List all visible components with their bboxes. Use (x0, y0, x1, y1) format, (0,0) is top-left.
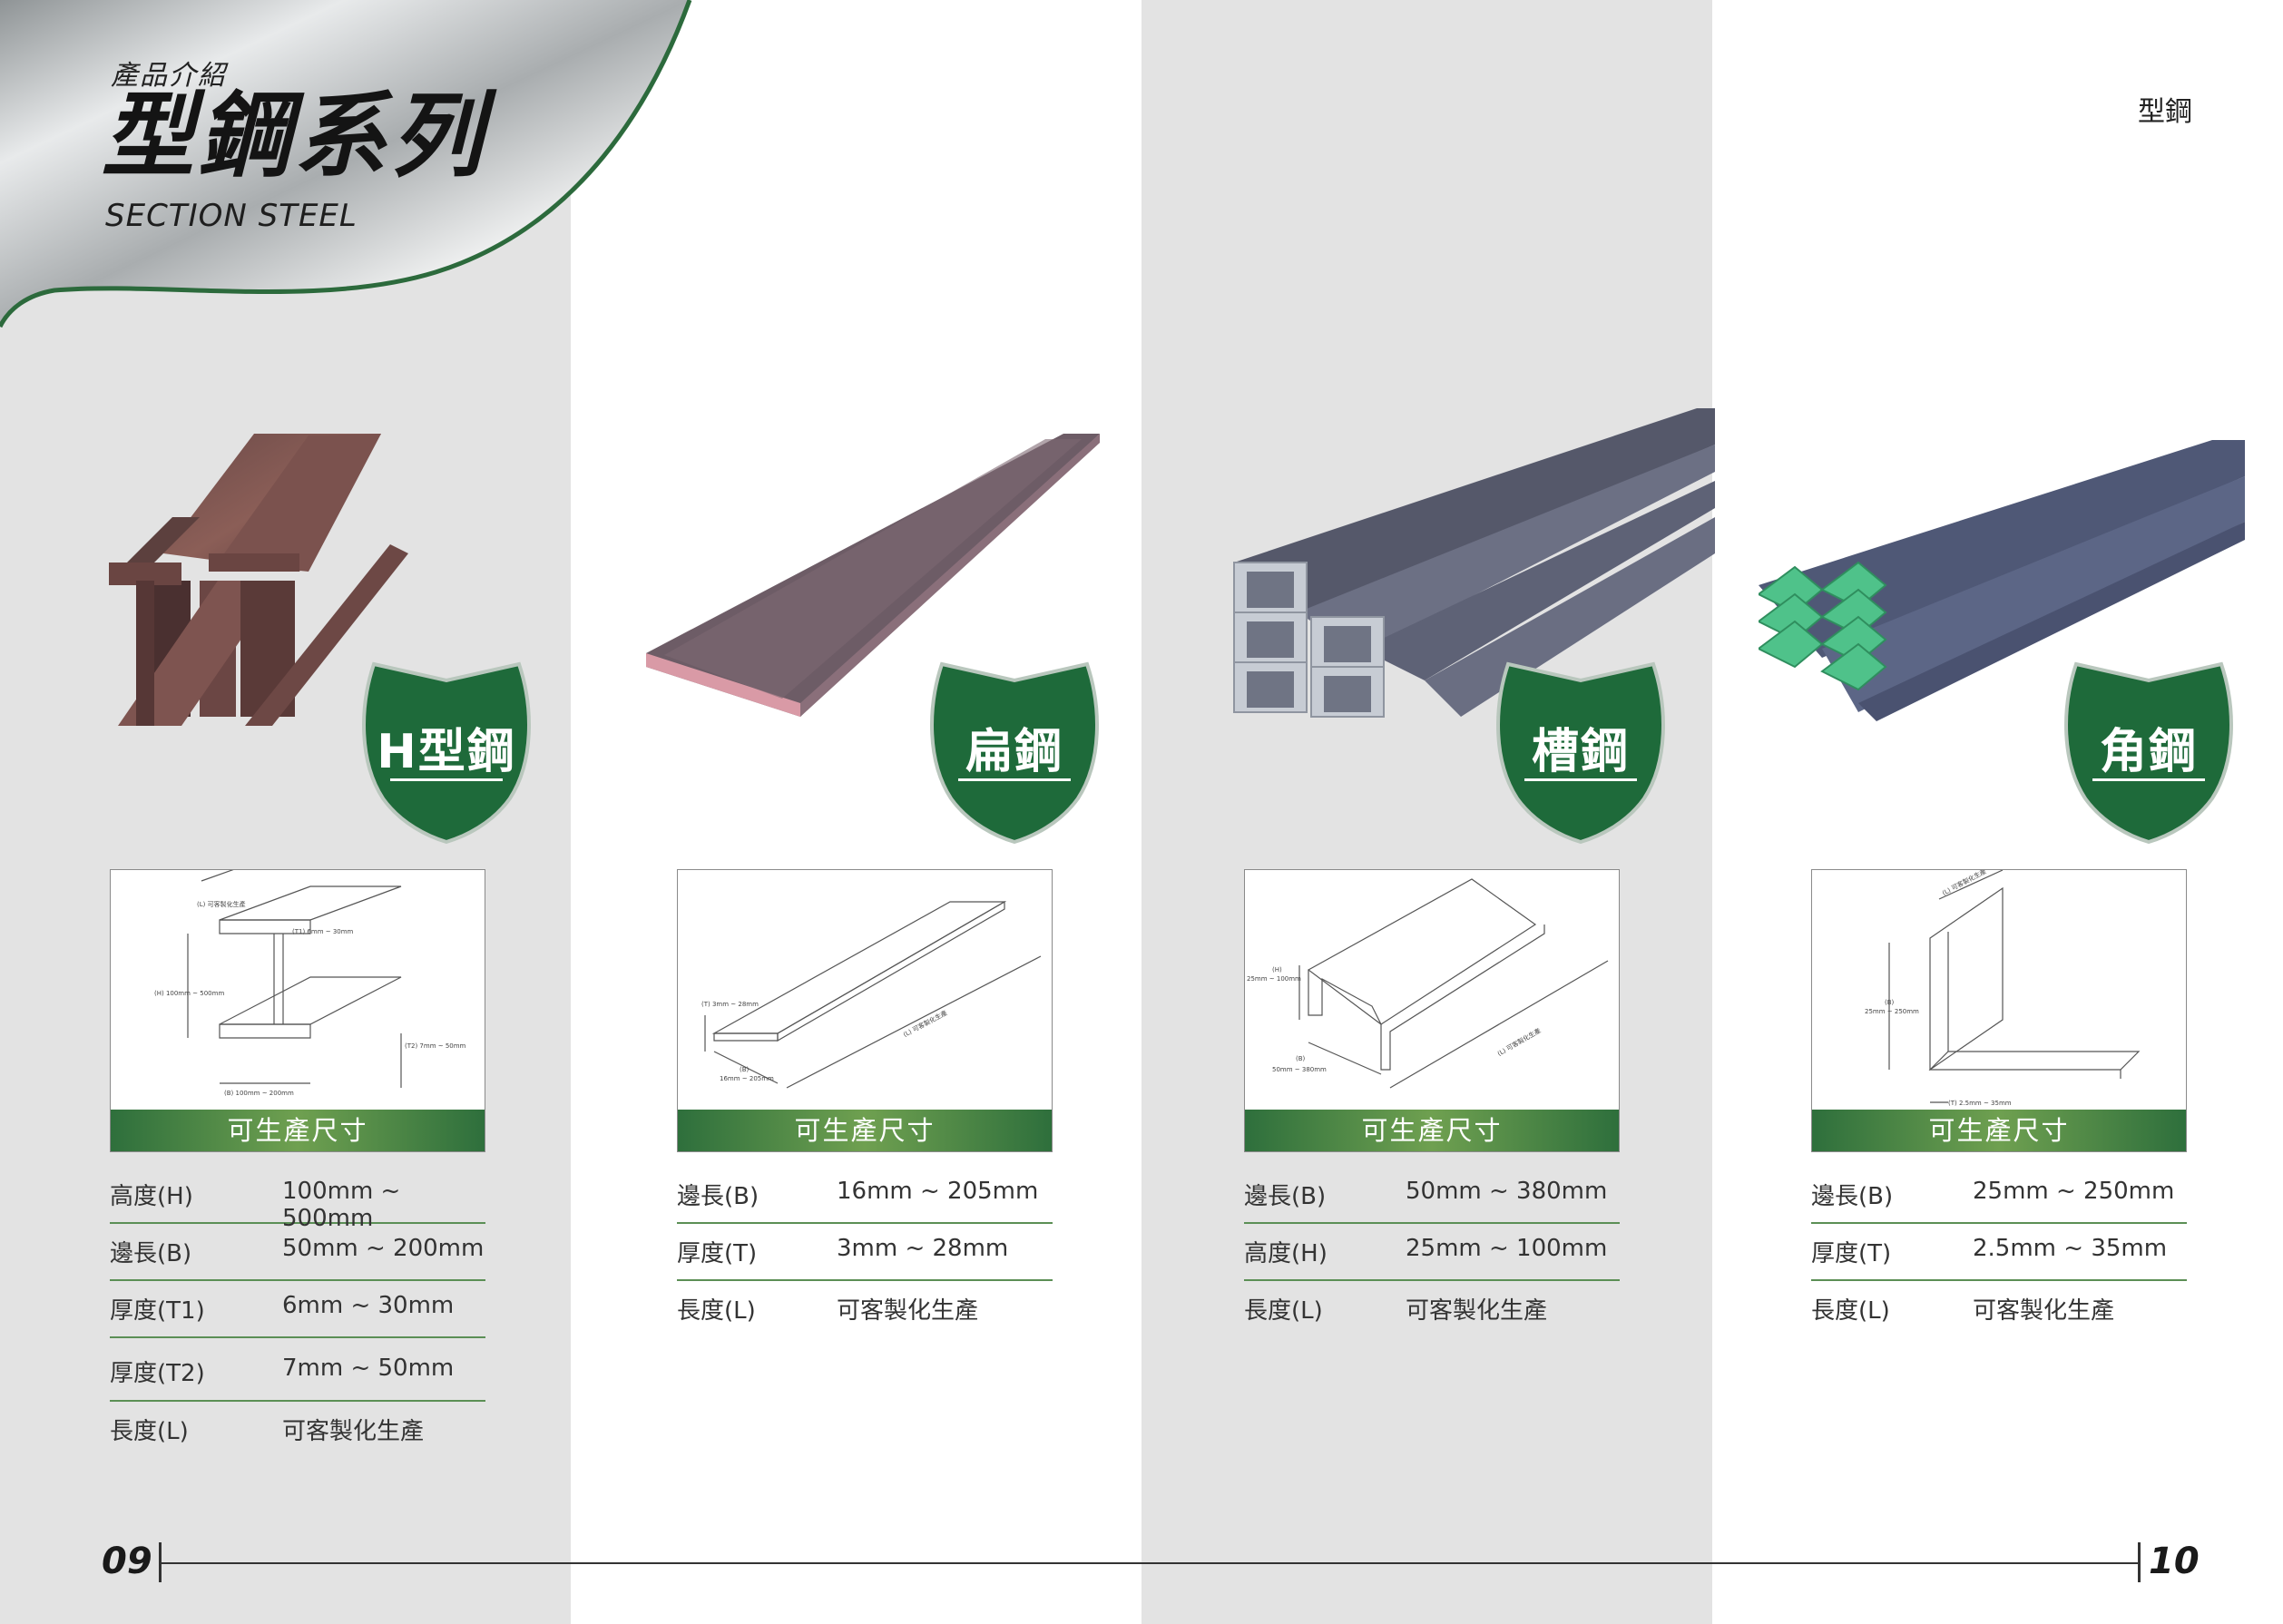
spec-value: 可客製化生產 (837, 1297, 979, 1325)
page-number-left: 09 (102, 1541, 152, 1582)
spec-row: 邊長(B) 16mm ~ 205mm (677, 1167, 1053, 1224)
footer-tick-right (2138, 1542, 2141, 1582)
spec-value: 可客製化生產 (1406, 1297, 1548, 1325)
spec-value: 16mm ~ 205mm (837, 1178, 1039, 1205)
production-size-bar: 可生產尺寸 (678, 1110, 1052, 1151)
diagram-label-length: (L) 可客製化生產 (1941, 870, 1988, 897)
diagram-label-thickness: (T) 2.5mm ~ 35mm (1948, 1100, 2012, 1107)
h-beam-badge: H型鋼 (356, 653, 537, 844)
badge-underline (2092, 778, 2205, 781)
production-size-bar: 可生產尺寸 (1245, 1110, 1619, 1151)
spec-key: 厚度(T) (677, 1240, 758, 1267)
production-size-bar: 可生產尺寸 (1812, 1110, 2186, 1151)
diagram-label-width: (B) (740, 1066, 750, 1073)
production-size-bar: 可生產尺寸 (111, 1110, 485, 1151)
spec-value: 25mm ~ 250mm (1973, 1178, 2175, 1205)
diagram-label-width-range: 50mm ~ 380mm (1272, 1066, 1327, 1073)
spec-key: 邊長(B) (677, 1183, 759, 1210)
channel-badge-label: 槽鋼 (1531, 725, 1630, 779)
spec-value: 可客製化生產 (282, 1418, 425, 1445)
badge-underline (1524, 778, 1637, 781)
spec-value: 3mm ~ 28mm (837, 1235, 1009, 1262)
spec-key: 邊長(B) (1811, 1183, 1894, 1210)
diagram-label-height-range: 25mm ~ 100mm (1247, 975, 1301, 983)
flat-bar-badge: 扁鋼 (924, 653, 1105, 844)
flat-bar-diagram: (T) 3mm ~ 28mm (B) 16mm ~ 205mm (L) 可客製化… (677, 869, 1053, 1152)
spec-key: 厚度(T2) (110, 1360, 205, 1387)
spec-key: 長度(L) (1244, 1297, 1323, 1325)
flat-bar-spec-table: 邊長(B) 16mm ~ 205mm 厚度(T) 3mm ~ 28mm 長度(L) 可… (677, 1167, 1053, 1336)
diagram-label-height: (H) 100mm ~ 500mm (154, 990, 224, 997)
footer-tick-left (159, 1542, 162, 1582)
diagram-label-length: (L) 可客製化生產 (197, 900, 246, 908)
diagram-label-length: (L) 可客製化生產 (1496, 1026, 1543, 1058)
header-subtitle: 產品介紹 (111, 60, 227, 92)
page-title: 型鋼系列 (102, 83, 486, 191)
spec-key: 長度(L) (110, 1418, 189, 1445)
diagram-label-thickness: (T) 3mm ~ 28mm (701, 1001, 759, 1008)
angle-badge-label: 角鋼 (2099, 725, 2198, 779)
h-beam-badge-label: H型鋼 (377, 725, 516, 779)
spec-row: 厚度(T) 2.5mm ~ 35mm (1811, 1224, 2187, 1281)
h-beam-photo (109, 434, 408, 726)
spec-row: 高度(H) 100mm ~ 500mm (110, 1167, 485, 1232)
diagram-label-t2: (T2) 7mm ~ 50mm (405, 1042, 466, 1050)
h-beam-diagram: (L) 可客製化生產 (T1) 6mm ~ 30mm (H) 100mm ~ 5… (110, 869, 485, 1152)
header-banner (0, 0, 692, 328)
spec-row: 邊長(B) 50mm ~ 380mm (1244, 1167, 1620, 1224)
spec-row: 長度(L) 可客製化生產 (1811, 1281, 2187, 1336)
angle-badge: 角鋼 (2058, 653, 2239, 844)
spec-key: 長度(L) (677, 1297, 756, 1325)
spec-key: 厚度(T1) (110, 1297, 205, 1325)
spec-row: 長度(L) 可客製化生產 (677, 1281, 1053, 1336)
channel-spec-table: 邊長(B) 50mm ~ 380mm 高度(H) 25mm ~ 100mm 長度(L… (1244, 1167, 1620, 1336)
spec-row: 厚度(T1) 6mm ~ 30mm (110, 1281, 485, 1338)
diagram-label-height: (H) (1272, 966, 1282, 973)
page-number-right: 10 (2149, 1541, 2200, 1582)
diagram-label-width-range: 16mm ~ 205mm (720, 1075, 774, 1082)
section-label: 型鋼 (2138, 96, 2192, 128)
channel-badge: 槽鋼 (1490, 653, 1671, 844)
diagram-label-t1: (T1) 6mm ~ 30mm (292, 928, 354, 935)
diagram-label-width-range: 25mm ~ 250mm (1865, 1008, 1919, 1015)
spec-value: 7mm ~ 50mm (282, 1355, 455, 1382)
spec-row: 高度(H) 25mm ~ 100mm (1244, 1224, 1620, 1281)
spec-value: 2.5mm ~ 35mm (1973, 1235, 2168, 1262)
spec-row: 邊長(B) 50mm ~ 200mm (110, 1224, 485, 1281)
spec-value: 100mm ~ 500mm (282, 1178, 401, 1232)
spec-row: 厚度(T) 3mm ~ 28mm (677, 1224, 1053, 1281)
spec-value: 可客製化生產 (1973, 1297, 2115, 1325)
channel-photo (1233, 408, 1715, 718)
spec-key: 厚度(T) (1811, 1240, 1892, 1267)
channel-diagram: (H) 25mm ~ 100mm (B) 50mm ~ 380mm (L) 可客… (1244, 869, 1620, 1152)
spec-value: 50mm ~ 380mm (1406, 1178, 1608, 1205)
spec-key: 邊長(B) (1244, 1183, 1327, 1210)
spec-row: 厚度(T2) 7mm ~ 50mm (110, 1338, 485, 1402)
page-title-english: SECTION STEEL (105, 198, 358, 234)
badge-underline (958, 778, 1071, 781)
flat-bar-badge-label: 扁鋼 (965, 725, 1063, 779)
spec-value: 50mm ~ 200mm (282, 1235, 485, 1262)
spec-key: 邊長(B) (110, 1240, 192, 1267)
spec-row: 長度(L) 可客製化生產 (1244, 1281, 1620, 1336)
diagram-label-length: (L) 可客製化生產 (902, 1009, 949, 1039)
spec-key: 高度(H) (110, 1183, 193, 1210)
badge-underline (390, 778, 503, 781)
spec-row: 長度(L) 可客製化生產 (110, 1402, 485, 1457)
diagram-label-width: (B) (1885, 999, 1895, 1006)
diagram-label-width: (B) 100mm ~ 200mm (224, 1090, 294, 1097)
flat-bar-photo (646, 434, 1100, 717)
angle-spec-table: 邊長(B) 25mm ~ 250mm 厚度(T) 2.5mm ~ 35mm 長度(L… (1811, 1167, 2187, 1336)
spec-value: 6mm ~ 30mm (282, 1292, 455, 1319)
spec-key: 長度(L) (1811, 1297, 1890, 1325)
diagram-label-width: (B) (1296, 1055, 1306, 1062)
angle-photo (1759, 440, 2245, 721)
h-beam-spec-table: 高度(H) 100mm ~ 500mm 邊長(B) 50mm ~ 200mm 厚度(… (110, 1167, 485, 1457)
spec-row: 邊長(B) 25mm ~ 250mm (1811, 1167, 2187, 1224)
spec-key: 高度(H) (1244, 1240, 1328, 1267)
spec-value: 25mm ~ 100mm (1406, 1235, 1608, 1262)
angle-diagram: (L) 可客製化生產 (B) 25mm ~ 250mm (T) 2.5mm ~ … (1811, 869, 2187, 1152)
footer-rule (162, 1562, 2140, 1564)
